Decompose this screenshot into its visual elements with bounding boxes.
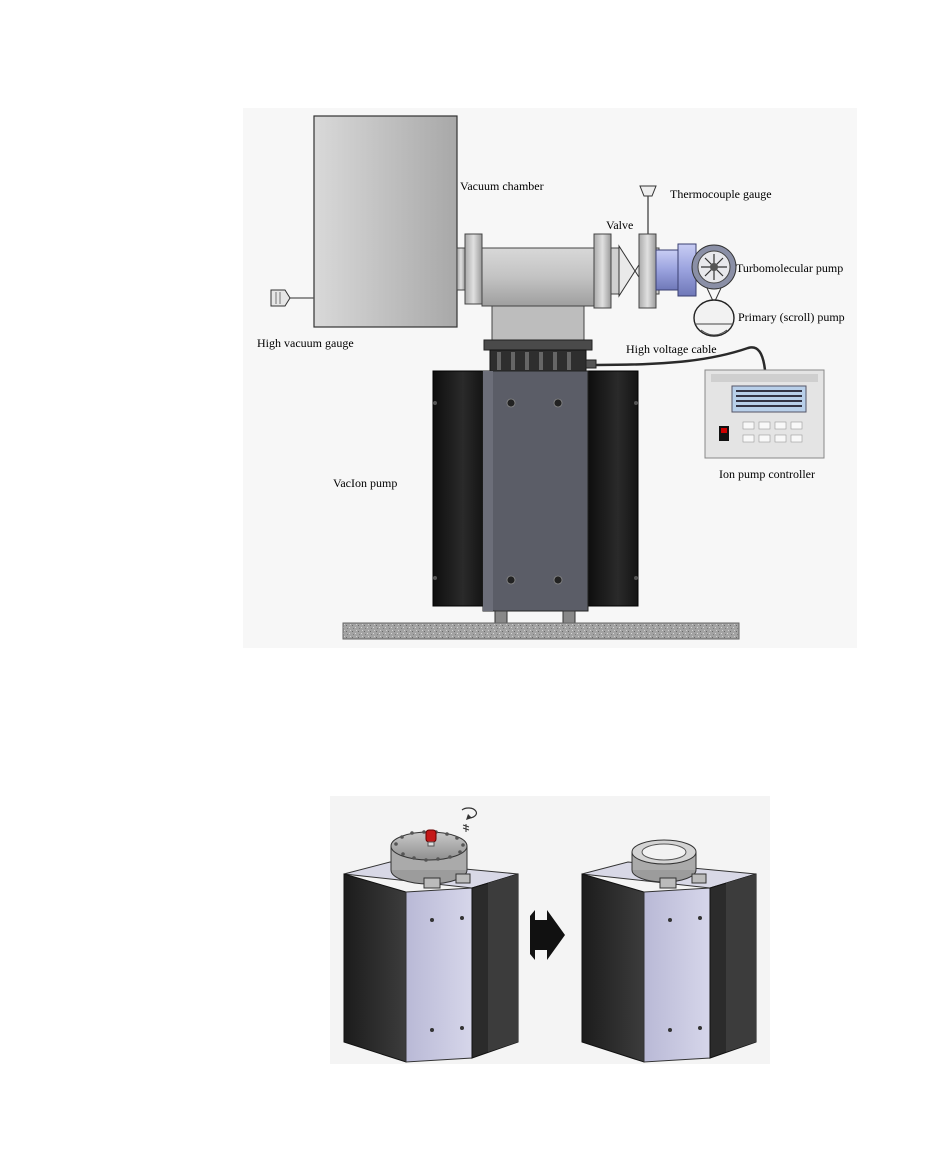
pump-inlet-flange [484,340,596,372]
ion-pump-open [582,840,756,1062]
flange-removal-drawing [330,796,770,1064]
vacuum-chamber [314,116,457,327]
label-vacuum-chamber: Vacuum chamber [460,179,544,194]
flange-removal-illustration [330,796,770,1064]
ion-pump-controller-icon [705,370,824,458]
vacuum-system-diagram: Vacuum chamber Thermocouple gauge Valve … [243,108,857,648]
label-thermocouple-gauge: Thermocouple gauge [670,187,772,202]
label-primary-scroll-pump: Primary (scroll) pump [738,310,845,325]
label-vacion-pump: VacIon pump [333,476,397,491]
label-valve: Valve [606,218,633,233]
label-high-vacuum-gauge: High vacuum gauge [257,336,354,351]
granite-floor [343,623,739,639]
vacion-pump-body [433,371,638,623]
label-ion-pump-controller: Ion pump controller [719,467,815,482]
label-turbomolecular-pump: Turbomolecular pump [736,261,843,276]
tee-pipe [482,248,594,306]
label-high-voltage-cable: High voltage cable [626,342,717,357]
